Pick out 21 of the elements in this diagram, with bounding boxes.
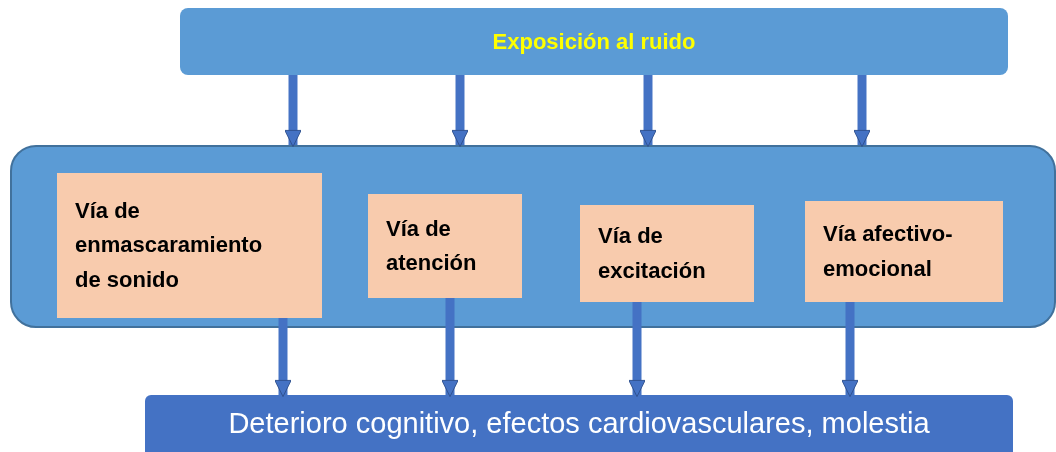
pathway-label: Vía de enmascaramiento de sonido (75, 197, 264, 294)
pathway-box (57, 173, 322, 318)
block-arrow (284, 75, 302, 148)
block-arrow (441, 298, 459, 398)
pathway-label: Vía afectivo-emocional (823, 220, 954, 283)
pathway-label: Vía de atención (386, 214, 478, 277)
block-arrow (628, 302, 646, 398)
block-arrow (853, 75, 871, 148)
block-arrow (451, 75, 469, 148)
block-arrow (274, 318, 292, 398)
block-arrow (639, 75, 657, 148)
pathways-panel (10, 145, 1056, 328)
outcome-bar (145, 395, 1013, 452)
header-text: Exposición al ruido (492, 28, 696, 55)
pathway-label: Vía de excitación (598, 222, 707, 285)
pathway-box (368, 194, 522, 298)
header-bar (180, 8, 1008, 75)
outcome-text: Deterioro cognitivo, efectos cardiovasculares, molestia (228, 407, 930, 440)
pathway-box (580, 205, 754, 302)
block-arrow (841, 302, 859, 398)
pathway-box (805, 201, 1003, 302)
